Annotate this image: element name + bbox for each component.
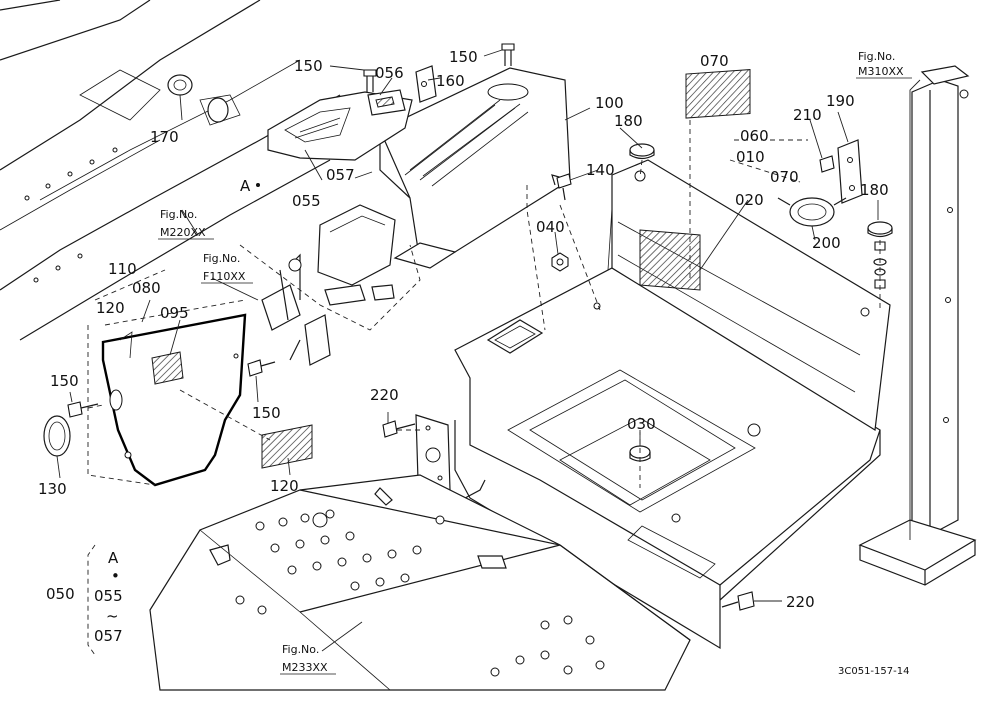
part-060: 060: [740, 127, 769, 145]
cap-180b: [867, 221, 893, 289]
part-095: 095: [160, 304, 189, 322]
fig-label: Fig.No.: [282, 643, 319, 656]
part-160: 160: [436, 72, 465, 90]
bolt-150-hood: [501, 43, 515, 66]
part-056: 056: [375, 64, 404, 82]
cap-180a: [629, 143, 655, 160]
assembly-guides: [87, 120, 881, 488]
part-180-right: 180: [860, 181, 889, 199]
part-050: 050: [46, 585, 75, 603]
fig-code: M233XX: [282, 661, 328, 674]
part-100: 100: [595, 94, 624, 112]
bolt-150-panel: [247, 359, 276, 377]
legend-057: 057: [94, 627, 123, 645]
part-040: 040: [536, 218, 565, 236]
floor-plate: [149, 474, 691, 691]
part-numbers: 150 056 160 150 100 070 170 180 060 010 …: [38, 48, 889, 611]
part-020: 020: [735, 191, 764, 209]
group-050-legend: 050 A • 055 ~ 057: [46, 544, 123, 656]
leader-lines: [56, 49, 921, 652]
fig-code: F110XX: [203, 270, 246, 283]
part-190: 190: [826, 92, 855, 110]
fig-label: Fig.No.: [858, 50, 895, 63]
fig-code: M310XX: [858, 65, 904, 78]
linkage-mechanism: [239, 204, 421, 366]
decal-070: [685, 69, 751, 119]
part-140: 140: [586, 161, 615, 179]
part-200: 200: [812, 234, 841, 252]
document-code: 3C051-157-14: [838, 666, 909, 677]
part-150-hood: 150: [449, 48, 478, 66]
decal-020: [639, 229, 701, 291]
bracket-160: [415, 65, 437, 103]
part-120-decal: 120: [270, 477, 299, 495]
callout-a: A: [240, 177, 251, 195]
legend-055: 055: [94, 587, 123, 605]
fig-ref-m233: Fig.No. M233XX: [280, 643, 336, 675]
bolt-150-top: [363, 69, 377, 92]
part-220-upper: 220: [370, 386, 399, 404]
fig-ref-m310: Fig.No. M310XX: [856, 50, 912, 79]
part-057: 057: [326, 166, 355, 184]
part-120-set: 120: [96, 299, 125, 317]
fig-ref-m220: Fig.No. M220XX: [158, 208, 214, 240]
fig-label: Fig.No.: [160, 208, 197, 221]
part-170: 170: [150, 128, 179, 146]
part-150-left: 150: [50, 372, 79, 390]
part-055: 055: [292, 192, 321, 210]
part-150-panel: 150: [252, 404, 281, 422]
fig-label: Fig.No.: [203, 252, 240, 265]
lever-console: [267, 89, 413, 161]
clamp-200: [777, 197, 847, 227]
bolt-150-left: [67, 401, 99, 418]
fig-ref-f110: Fig.No. F110XX: [201, 252, 253, 284]
fig-code: M220XX: [160, 226, 206, 239]
part-070-set: 070: [770, 168, 799, 186]
part-130: 130: [38, 480, 67, 498]
nut-040: [551, 252, 569, 272]
part-030: 030: [627, 415, 656, 433]
part-210: 210: [793, 106, 822, 124]
floor-plate-holes: [235, 509, 605, 677]
part-150-top: 150: [294, 57, 323, 75]
bracket-190: [837, 139, 863, 204]
bolt-140: [556, 173, 572, 201]
bolt-220-upper: [382, 420, 416, 438]
plug-130: [43, 415, 71, 457]
part-220-lower: 220: [786, 593, 815, 611]
part-080: 080: [132, 279, 161, 297]
rops-stand: [858, 65, 977, 586]
side-cover-panel: [101, 313, 247, 487]
grommet-170: [167, 74, 229, 123]
part-180-left: 180: [614, 112, 643, 130]
legend-dot: •: [111, 567, 120, 585]
legend-a: A: [108, 549, 119, 567]
part-010: 010: [736, 148, 765, 166]
part-110: 110: [108, 260, 137, 278]
seat-base-plate: [454, 159, 891, 650]
legend-tilde: ~: [106, 607, 119, 625]
seat-hood: [379, 67, 571, 269]
hardware: [67, 43, 893, 611]
part-070-decal: 070: [700, 52, 729, 70]
bolt-210: [819, 155, 835, 173]
bolt-220-lower: [721, 591, 755, 611]
decal-120: [261, 424, 313, 469]
